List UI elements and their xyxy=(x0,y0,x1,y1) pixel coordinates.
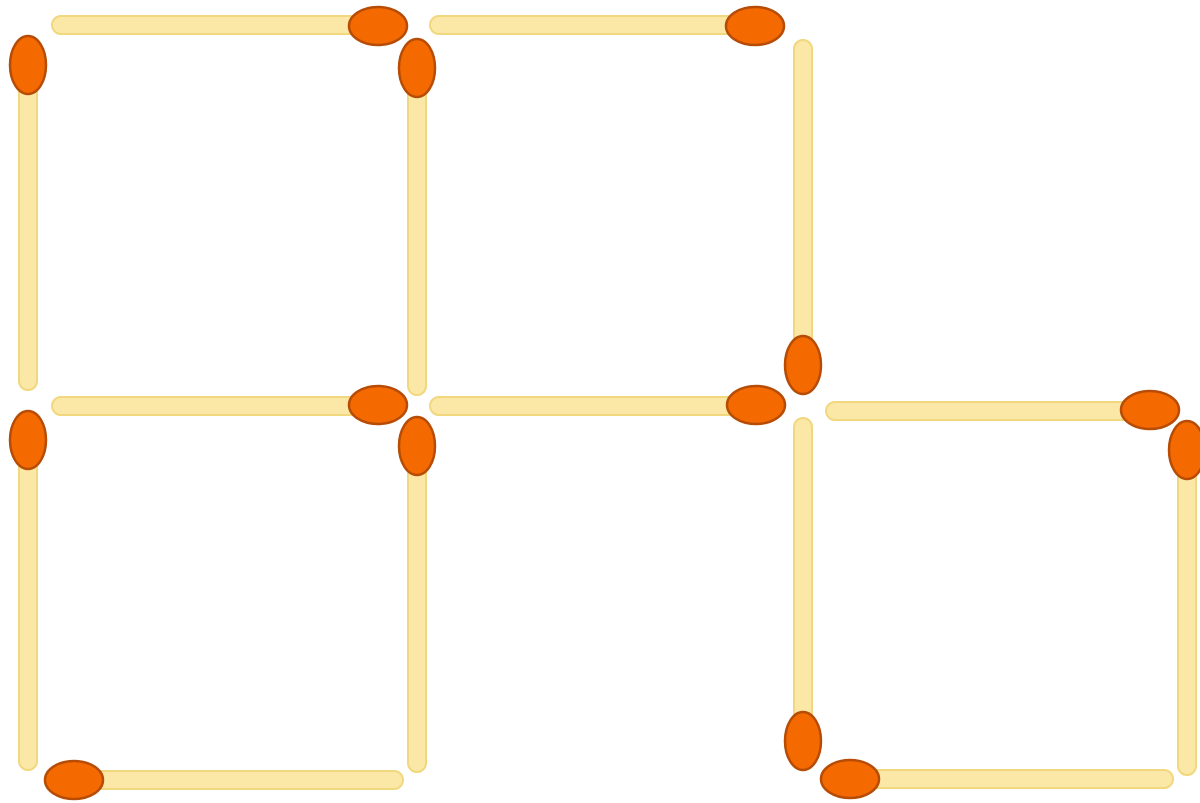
matchstick[interactable] xyxy=(826,391,1179,429)
matchstick[interactable] xyxy=(785,418,821,770)
matchstick[interactable] xyxy=(399,417,435,772)
matchstick[interactable] xyxy=(52,386,407,424)
matchstick[interactable] xyxy=(10,36,46,390)
matchstick[interactable] xyxy=(1169,421,1200,775)
matchstick[interactable] xyxy=(430,386,785,424)
matchstick[interactable] xyxy=(52,7,407,45)
matchstick[interactable] xyxy=(785,40,821,394)
matchstick[interactable] xyxy=(10,411,46,770)
matchstick[interactable] xyxy=(430,7,784,45)
matchstick[interactable] xyxy=(821,760,1173,798)
matchstick[interactable] xyxy=(45,761,403,799)
matchstick[interactable] xyxy=(399,39,435,395)
